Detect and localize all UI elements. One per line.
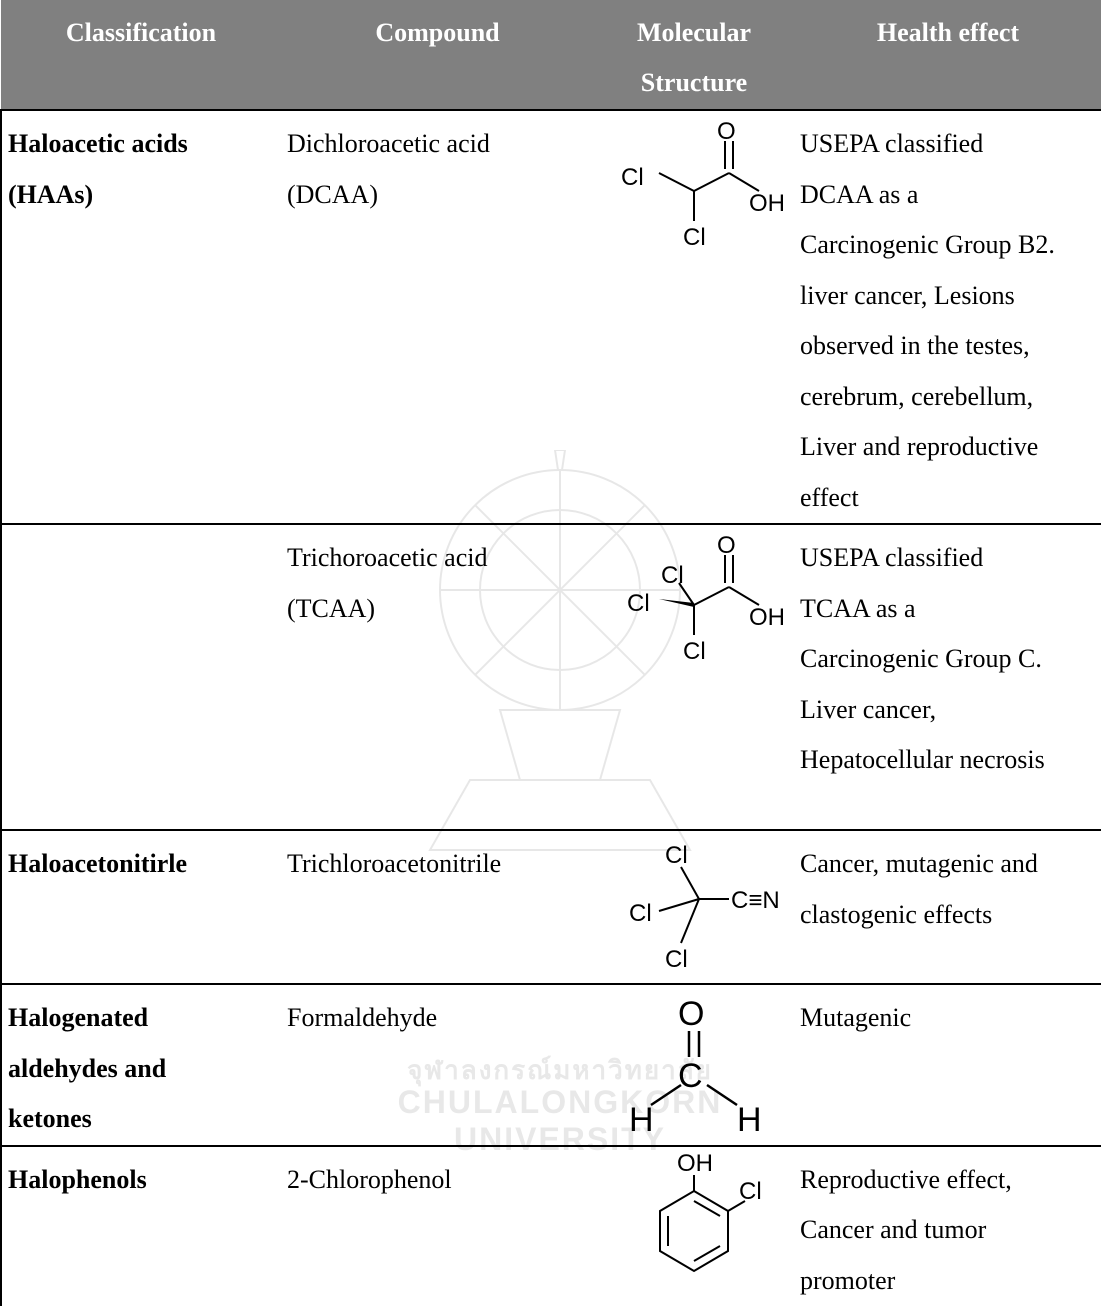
- atom-label: O: [678, 995, 704, 1033]
- table-row: Halophenols 2-Chlorophenol OH Cl Reprodu…: [1, 1146, 1101, 1306]
- cell-line: Liver cancer,: [800, 685, 1101, 736]
- chlorophenol-structure: OH Cl: [599, 1147, 789, 1297]
- atom-label: OH: [749, 190, 785, 217]
- header-molecular-structure: Molecular Structure: [594, 0, 794, 110]
- classification-cell: Halophenols: [1, 1146, 281, 1306]
- compound-cell: Formaldehyde: [281, 984, 594, 1146]
- atom-label: OH: [677, 1150, 713, 1177]
- cell-line: Halophenols: [8, 1155, 275, 1206]
- table-row: Halogenated aldehydes and ketones Formal…: [1, 984, 1101, 1146]
- atom-label: Cl: [665, 842, 688, 869]
- cell-line: promoter: [800, 1256, 1101, 1306]
- health-effect-cell: USEPA classified TCAA as a Carcinogenic …: [794, 524, 1101, 830]
- atom-label: Cl: [627, 590, 650, 617]
- cell-line: (HAAs): [8, 170, 275, 221]
- cell-line: Carcinogenic Group B2.: [800, 220, 1101, 271]
- cell-line: Carcinogenic Group C.: [800, 634, 1101, 685]
- cell-line: 2-Chlorophenol: [287, 1155, 588, 1206]
- trichloroacetonitrile-structure: Cl Cl C≡N Cl: [599, 831, 789, 981]
- cell-line: Cancer and tumor: [800, 1205, 1101, 1256]
- cell-line: (DCAA): [287, 170, 588, 221]
- table-row: Trichoroacetic acid (TCAA) O Cl Cl OH Cl…: [1, 524, 1101, 830]
- compound-cell: 2-Chlorophenol: [281, 1146, 594, 1306]
- cell-line: Cancer, mutagenic and: [800, 839, 1101, 890]
- cell-line: Formaldehyde: [287, 993, 588, 1044]
- formaldehyde-structure: O C H H: [599, 985, 789, 1135]
- classification-cell: Halogenated aldehydes and ketones: [1, 984, 281, 1146]
- cell-line: Hepatocellular necrosis: [800, 735, 1101, 786]
- health-effect-cell: USEPA classified DCAA as a Carcinogenic …: [794, 110, 1101, 524]
- health-effect-cell: Mutagenic: [794, 984, 1101, 1146]
- classification-cell: [1, 524, 281, 830]
- atom-label: H: [737, 1101, 762, 1135]
- atom-label: OH: [749, 604, 785, 631]
- table-row: Haloacetic acids (HAAs) Dichloroacetic a…: [1, 110, 1101, 524]
- structure-cell: OH Cl: [594, 1146, 794, 1306]
- cell-line: effect: [800, 473, 1101, 524]
- cell-line: TCAA as a: [800, 584, 1101, 635]
- atom-label: H: [629, 1101, 654, 1135]
- cell-line: Haloacetic acids: [8, 119, 275, 170]
- cell-line: liver cancer, Lesions: [800, 271, 1101, 322]
- compound-cell: Dichloroacetic acid (DCAA): [281, 110, 594, 524]
- cell-line: cerebrum, cerebellum,: [800, 372, 1101, 423]
- atom-label: Cl: [629, 900, 652, 927]
- cell-line: ketones: [8, 1094, 275, 1145]
- cell-line: observed in the testes,: [800, 321, 1101, 372]
- atom-label: C: [678, 1057, 703, 1095]
- atom-label: O: [717, 532, 736, 559]
- cell-line: Mutagenic: [800, 993, 1101, 1044]
- atom-label: Cl: [683, 638, 706, 665]
- cell-line: (TCAA): [287, 584, 588, 635]
- compound-cell: Trichoroacetic acid (TCAA): [281, 524, 594, 830]
- atom-label: C≡N: [731, 887, 780, 914]
- atom-label: Cl: [665, 946, 688, 973]
- atom-label: Cl: [739, 1178, 762, 1205]
- header-compound: Compound: [281, 0, 594, 110]
- cell-line: USEPA classified: [800, 119, 1101, 170]
- atom-label: Cl: [683, 224, 706, 251]
- trichloroacetic-acid-structure: O Cl Cl OH Cl: [599, 525, 789, 695]
- structure-cell: Cl Cl C≡N Cl: [594, 830, 794, 984]
- cell-line: Liver and reproductive: [800, 422, 1101, 473]
- classification-cell: Haloacetic acids (HAAs): [1, 110, 281, 524]
- header-structure-line: Structure: [600, 58, 788, 108]
- classification-cell: Haloacetonitirle: [1, 830, 281, 984]
- wedge-bond: [659, 599, 694, 607]
- structure-cell: O Cl OH Cl: [594, 110, 794, 524]
- cell-line: aldehydes and: [8, 1044, 275, 1095]
- atom-label: Cl: [661, 562, 684, 589]
- health-effect-cell: Cancer, mutagenic and clastogenic effect…: [794, 830, 1101, 984]
- header-structure-line: Molecular: [600, 8, 788, 58]
- structure-cell: O Cl Cl OH Cl: [594, 524, 794, 830]
- header-classification: Classification: [1, 0, 281, 110]
- cell-line: Dichloroacetic acid: [287, 119, 588, 170]
- table-row: Haloacetonitirle Trichloroacetonitrile C…: [1, 830, 1101, 984]
- compound-cell: Trichloroacetonitrile: [281, 830, 594, 984]
- cell-line: USEPA classified: [800, 533, 1101, 584]
- health-effect-cell: Reproductive effect, Cancer and tumor pr…: [794, 1146, 1101, 1306]
- cell-line: Trichoroacetic acid: [287, 533, 588, 584]
- dichloroacetic-acid-structure: O Cl OH Cl: [599, 111, 789, 281]
- atom-label: O: [717, 118, 736, 145]
- cell-line: clastogenic effects: [800, 890, 1101, 941]
- cell-line: Reproductive effect,: [800, 1155, 1101, 1206]
- cell-line: Halogenated: [8, 993, 275, 1044]
- cell-line: DCAA as a: [800, 170, 1101, 221]
- header-health-effect: Health effect: [794, 0, 1101, 110]
- structure-cell: O C H H: [594, 984, 794, 1146]
- cell-line: Haloacetonitirle: [8, 839, 275, 890]
- atom-label: Cl: [621, 164, 644, 191]
- cell-line: Trichloroacetonitrile: [287, 839, 588, 890]
- header-row: Classification Compound Molecular Struct…: [1, 0, 1101, 110]
